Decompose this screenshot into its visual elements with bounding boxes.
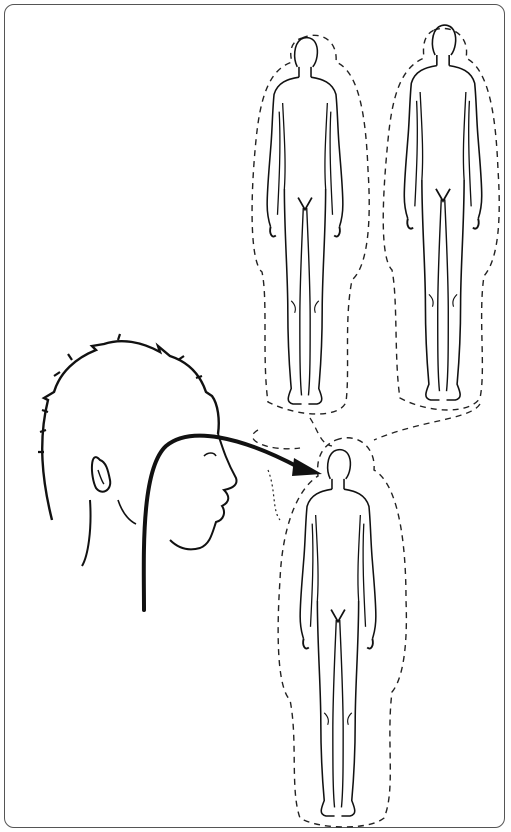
arrow-icon [144,436,322,610]
aura-outline [383,28,499,410]
human-figure-icon [252,35,369,414]
human-figure-icon [383,25,499,410]
aura-link [253,430,300,449]
human-figure-icon [278,438,406,827]
aura-link [268,470,280,520]
aura-link [310,418,332,446]
head-profile-icon [38,334,237,566]
aura-link [374,404,480,440]
